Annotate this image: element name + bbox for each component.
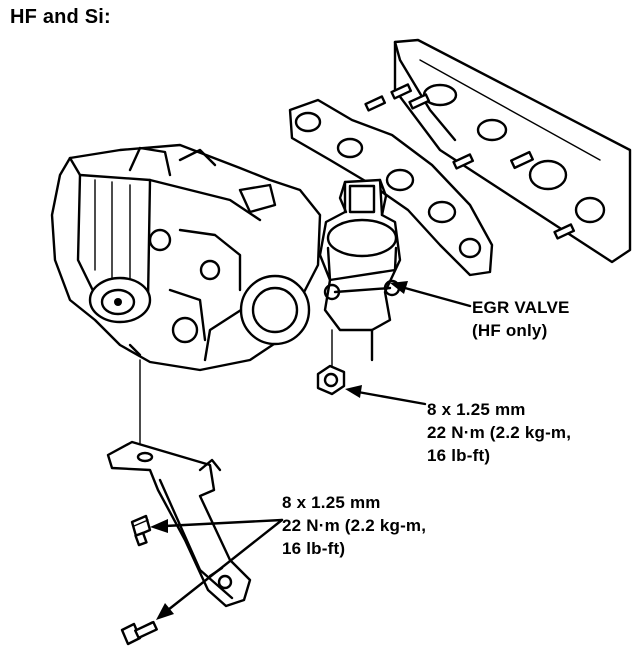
arrow-icon	[390, 281, 408, 294]
gasket-illustration	[288, 98, 494, 277]
callout-line: (HF only)	[472, 321, 548, 340]
nut-torque-callout: 8 x 1.25 mm 22 N·m (2.2 kg-m, 16 lb-ft)	[427, 398, 571, 467]
bolt-icon	[130, 514, 152, 547]
nut-arrow-shaft	[356, 390, 427, 406]
callout-line: 22 N·m (2.2 kg-m,	[427, 423, 572, 442]
callout-line: 16 lb-ft)	[427, 446, 491, 465]
bracket-illustration	[106, 359, 252, 608]
engine-throttle-body-illustration	[50, 143, 322, 372]
bracket-arrow-shaft-lower	[166, 518, 284, 612]
egr-arrow-shaft	[403, 286, 472, 308]
nut-icon	[316, 364, 346, 396]
page-title: HF and Si:	[10, 6, 111, 28]
bolt-icon	[120, 620, 158, 646]
arrow-icon	[156, 603, 174, 620]
intake-manifold-gasket-illustration	[364, 38, 632, 264]
arrow-icon	[345, 385, 362, 398]
bracket-arrow-shaft-upper	[163, 518, 284, 528]
egr-valve-illustration	[318, 178, 402, 332]
arrow-icon	[150, 519, 168, 533]
callout-line: 22 N·m (2.2 kg-m,	[282, 516, 427, 535]
callout-line: 8 x 1.25 mm	[282, 493, 381, 512]
callout-line: 16 lb-ft)	[282, 539, 346, 558]
bracket-torque-callout: 8 x 1.25 mm 22 N·m (2.2 kg-m, 16 lb-ft)	[282, 491, 426, 560]
egr-valve-callout: EGR VALVE (HF only)	[472, 296, 570, 342]
callout-line: EGR VALVE	[472, 298, 570, 317]
stud-icon	[364, 83, 576, 240]
callout-line: 8 x 1.25 mm	[427, 400, 526, 419]
